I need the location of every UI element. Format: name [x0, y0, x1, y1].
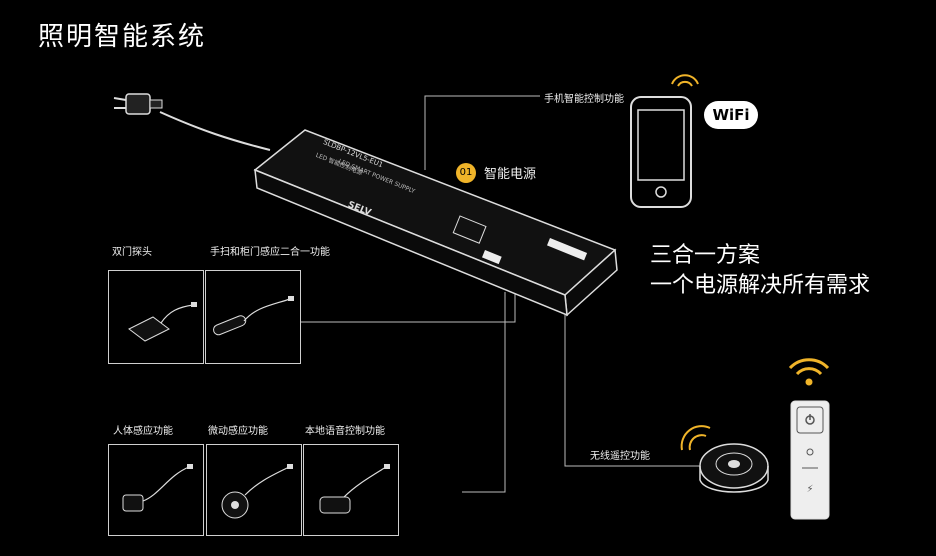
voice-control-panel	[303, 444, 399, 536]
dual-door-sensor-panel	[108, 270, 204, 364]
hand-sweep-sensor-panel	[205, 270, 301, 364]
local-voice-label: 本地语音控制功能	[305, 426, 385, 437]
phone-icon	[630, 96, 692, 208]
smart-power-label: 智能电源	[484, 167, 537, 182]
human-body-sensor-panel	[108, 444, 204, 536]
hand-sweep-label: 手扫和柜门感应二合一功能	[210, 247, 330, 258]
plug-icon	[113, 93, 163, 115]
voice-control-icon	[319, 464, 390, 514]
receiver-signal-icon	[680, 425, 711, 451]
signal-arc-icon	[671, 74, 699, 87]
svg-text:⚡: ⚡	[806, 484, 813, 495]
wireless-remote-label: 无线遥控功能	[590, 451, 650, 462]
power-supply-device	[253, 129, 618, 317]
human-body-sensor-icon	[122, 464, 193, 512]
wifi-badge-icon: WiFi	[704, 101, 758, 129]
tagline-line-1: 三合一方案	[650, 243, 761, 268]
remote-icon: ⚡	[790, 400, 830, 520]
receiver-icon	[699, 443, 769, 493]
dual-door-label: 双门探头	[112, 247, 152, 258]
micro-motion-label: 微动感应功能	[208, 426, 268, 437]
number-badge: 01	[456, 163, 476, 183]
phone-control-label: 手机智能控制功能	[544, 94, 624, 105]
remote-wifi-icon	[788, 358, 830, 386]
hand-sweep-sensor-icon	[213, 296, 294, 336]
tagline-line-2: 一个电源解决所有需求	[650, 273, 871, 298]
page-title: 照明智能系统	[38, 22, 207, 52]
micro-motion-sensor-icon	[221, 464, 293, 519]
dual-door-sensor-icon	[128, 302, 197, 342]
human-body-label: 人体感应功能	[113, 426, 173, 437]
micro-motion-sensor-panel	[206, 444, 302, 536]
